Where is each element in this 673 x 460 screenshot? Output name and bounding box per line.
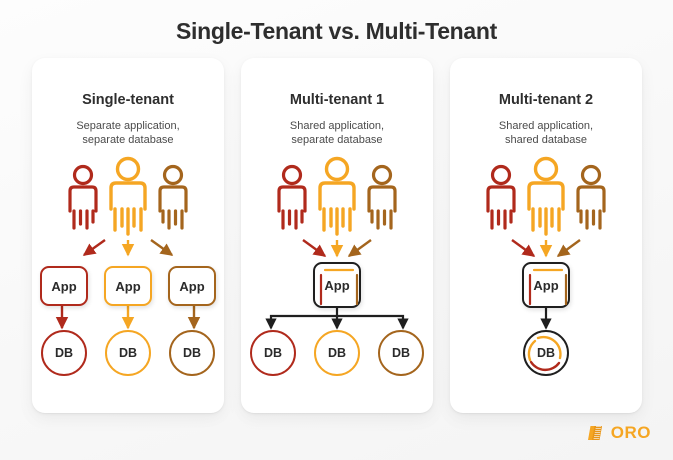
db-circle-label: DB [182, 346, 202, 360]
db-circle[interactable]: DB [41, 330, 87, 376]
panel-subtitle-single-tenant: Separate application, separate database [32, 119, 224, 147]
app-box-label: App [51, 278, 77, 294]
oro-parallelogram-icon [587, 426, 602, 440]
db-circle[interactable]: DB [250, 330, 296, 376]
panel-subtitle-line-1: Separate application, [76, 120, 180, 132]
db-circle[interactable]: DB [105, 330, 151, 376]
app-box[interactable]: App [168, 266, 216, 306]
app-box-label: App [533, 277, 559, 293]
panel-subtitle-multi-tenant-2: Shared application, shared database [450, 119, 642, 147]
panel-multi-tenant-1: Multi-tenant 1 Shared application, separ… [241, 58, 433, 413]
app-box-label: App [179, 278, 205, 294]
db-circle-label: DB [327, 346, 347, 360]
app-box-label: App [115, 278, 141, 294]
panel-multi-tenant-2: Multi-tenant 2 Shared application, share… [450, 58, 642, 413]
db-circle-label: DB [118, 346, 138, 360]
oro-logo-text: ORO [610, 423, 651, 442]
oro-logo: ORO [585, 423, 651, 443]
diagram-multi-tenant-2 [486, 156, 606, 330]
arrow-users-to-apps [82, 239, 174, 257]
arrow-users-to-app [302, 239, 372, 258]
app-box[interactable]: App [104, 266, 152, 306]
panel-subtitle-line-1: Shared application, [498, 120, 594, 132]
db-circle-label: DB [391, 346, 411, 360]
panel-subtitle-line-2: separate database [82, 134, 174, 146]
db-circle[interactable]: DB [523, 330, 569, 376]
arrow-apps-to-dbs [55, 306, 201, 330]
arrow-users-to-app [511, 239, 581, 258]
panel-subtitle-line-2: shared database [505, 134, 587, 146]
app-box-label: App [324, 277, 350, 293]
panel-single-tenant: Single-tenant Separate application, sepa… [32, 58, 224, 413]
arrow-app-to-dbs [265, 306, 409, 330]
panel-subtitle-line-1: Shared application, [289, 120, 385, 132]
three-people-icon [68, 156, 188, 236]
app-box[interactable]: App [313, 262, 361, 308]
panel-title-multi-tenant-1: Multi-tenant 1 [289, 92, 385, 108]
db-circle-label: DB [263, 346, 283, 360]
three-people-icon [486, 156, 606, 236]
panel-subtitle-line-2: separate database [291, 134, 383, 146]
db-circle-label: DB [54, 346, 74, 360]
db-circle[interactable]: DB [169, 330, 215, 376]
diagram-single-tenant [55, 156, 201, 330]
db-circle[interactable]: DB [314, 330, 360, 376]
panel-subtitle-multi-tenant-1: Shared application, separate database [241, 119, 433, 147]
page-title: Single-Tenant vs. Multi-Tenant [175, 18, 498, 44]
three-people-icon [277, 156, 397, 236]
app-box[interactable]: App [522, 262, 570, 308]
db-circle[interactable]: DB [378, 330, 424, 376]
panel-title-single-tenant: Single-tenant [82, 92, 174, 108]
panel-title-multi-tenant-2: Multi-tenant 2 [498, 92, 594, 108]
app-box[interactable]: App [40, 266, 88, 306]
db-circle-label: DB [536, 346, 556, 360]
diagram-multi-tenant-1 [265, 156, 409, 330]
